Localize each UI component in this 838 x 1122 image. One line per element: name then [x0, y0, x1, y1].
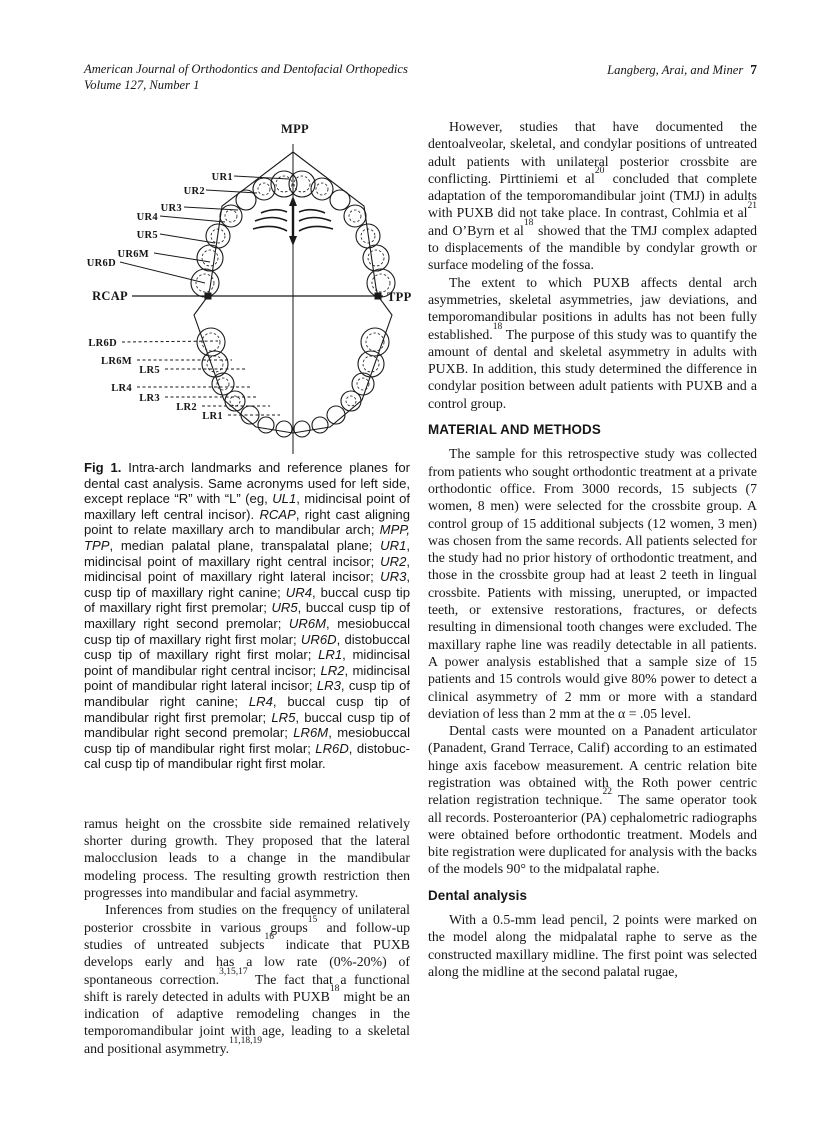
figure-label-ur3: UR3	[160, 203, 182, 214]
figure-label-lr6m: LR6M	[101, 356, 132, 367]
subsection-heading-dental-analysis: Dental analysis	[428, 887, 528, 903]
figure-1: MPP UR1 UR2 UR3 UR4 UR5 UR6M UR6D RCAP T…	[75, 118, 415, 460]
journal-info: American Journal of Orthodontics and Den…	[84, 62, 408, 93]
figure-label-ur6d: UR6D	[86, 258, 116, 269]
figure-label-rcap: RCAP	[92, 289, 128, 303]
body-paragraph: However, studies that have documented th…	[428, 119, 757, 273]
body-paragraph: Dental casts were mounted on a Panadent …	[428, 723, 757, 877]
body-paragraph: The extent to which PUXB affects dental …	[428, 274, 757, 411]
journal-title: American Journal of Orthodontics and Den…	[84, 62, 408, 76]
right-column: However, studies that have documented th…	[428, 118, 757, 980]
figure-label-tpp: TPP	[387, 290, 412, 304]
left-column: MPP UR1 UR2 UR3 UR4 UR5 UR6M UR6D RCAP T…	[84, 118, 411, 1057]
figure-label-lr1: LR1	[202, 411, 223, 422]
body-paragraph: With a 0.5-mm lead pencil, 2 points were…	[428, 912, 757, 979]
figure-label-lr6d: LR6D	[88, 338, 117, 349]
figure-label-mpp: MPP	[281, 122, 309, 136]
author-names: Langberg, Arai, and Miner	[607, 63, 744, 77]
figure-label-lr2: LR2	[176, 402, 197, 413]
running-head: Langberg, Arai, and Miner 7	[607, 62, 757, 78]
page-header: American Journal of Orthodontics and Den…	[84, 62, 757, 93]
figure-label-ur4: UR4	[136, 212, 158, 223]
journal-volume: Volume 127, Number 1	[84, 77, 200, 92]
body-paragraph: The sample for this retrospective study …	[428, 446, 757, 721]
page-number: 7	[750, 62, 757, 77]
figure-label-ur1: UR1	[211, 172, 233, 183]
dental-arch-diagram	[119, 144, 396, 454]
figure-label-lr4: LR4	[111, 383, 132, 394]
figure-1-caption: Fig 1. Intra-arch landmarks and referenc…	[84, 460, 411, 772]
figure-label-lr5: LR5	[139, 365, 160, 376]
body-paragraph: ramus height on the crossbite side remai…	[84, 815, 410, 901]
body-paragraph: Inferences from studies on the frequency…	[84, 902, 410, 1056]
figure-label-ur5: UR5	[136, 230, 158, 241]
figure-label-lr3: LR3	[139, 393, 160, 404]
figure-label-ur2: UR2	[183, 186, 205, 197]
figure-label-ur6m: UR6M	[117, 249, 149, 260]
section-heading-material-and-methods: MATERIAL AND METHODS	[428, 422, 601, 438]
